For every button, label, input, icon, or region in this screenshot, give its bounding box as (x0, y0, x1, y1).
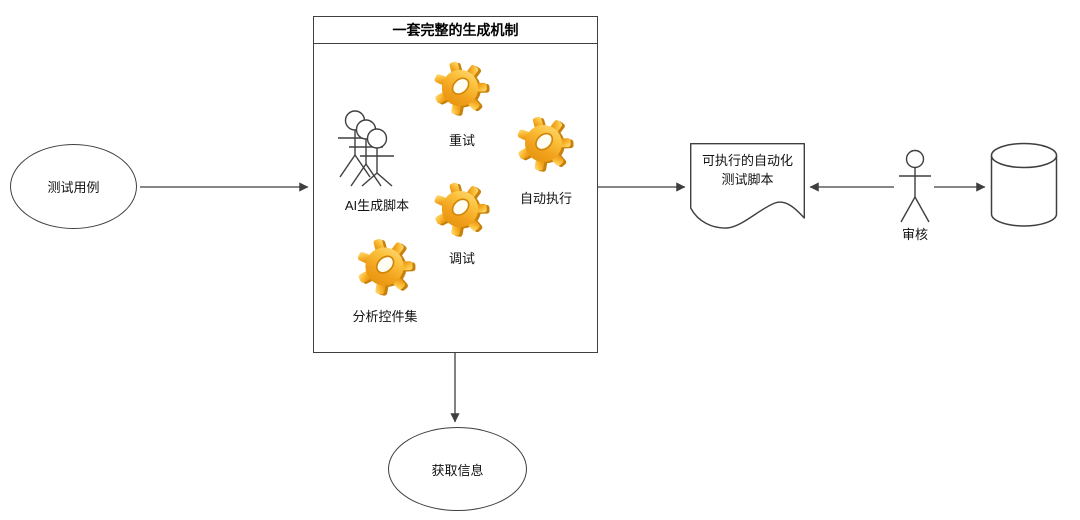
gear-icon-debug (429, 178, 491, 240)
analyze-controls-label: 分析控件集 (352, 309, 418, 324)
gear-icon-retry (429, 57, 491, 119)
review-label: 审核 (901, 227, 929, 242)
review-actor-icon (899, 149, 931, 223)
executable-script-label: 可执行的自动化 测试脚本 (701, 153, 793, 187)
retry-label: 重试 (448, 133, 476, 148)
ai-script-label: AI生成脚本 (344, 198, 410, 213)
multi-actor-icon (338, 110, 394, 187)
auto-execute-label: 自动执行 (519, 191, 573, 206)
database-cylinder-icon (990, 142, 1058, 227)
document-shape (690, 143, 805, 229)
test-case-label: 测试用例 (47, 180, 100, 195)
mechanism-box-title: 一套完整的生成机制 (314, 17, 597, 44)
gear-icon-auto-execute (512, 112, 575, 175)
get-info-label: 获取信息 (431, 462, 484, 478)
node-get-info: 获取信息 (388, 427, 527, 511)
debug-label: 调试 (448, 251, 476, 266)
gear-icon-analyze-controls (352, 234, 417, 299)
node-test-case: 测试用例 (10, 144, 137, 229)
